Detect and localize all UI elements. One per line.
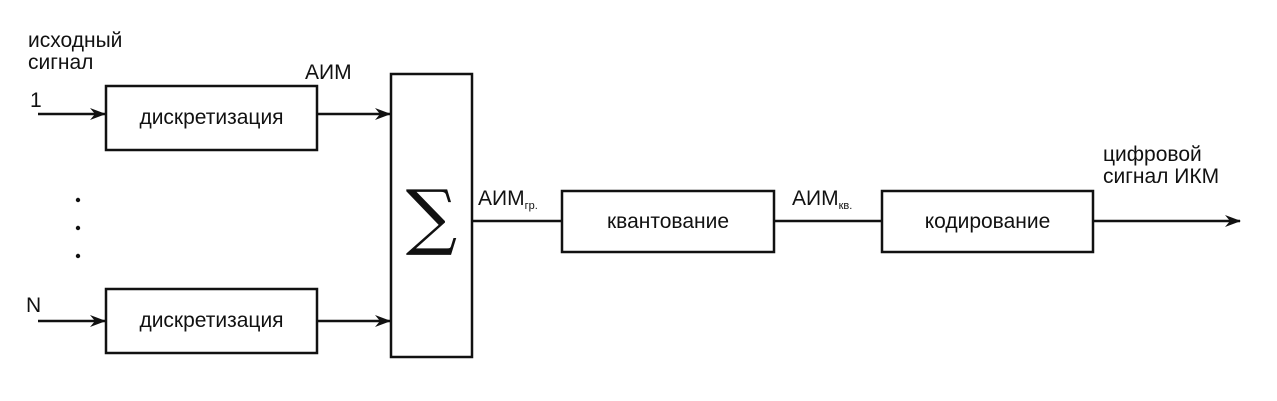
output-label-line2: сигнал ИКМ (1103, 165, 1220, 188)
channel-n-label: N (26, 294, 42, 317)
channel-dot-1 (75, 197, 81, 203)
source-label-line2: сигнал (28, 51, 94, 74)
channel-dot-2 (75, 225, 81, 231)
aim-quant-main: АИМ (792, 187, 839, 210)
sampling-block-top (104, 84, 319, 152)
channel-dot-3 (75, 253, 81, 259)
aim-quant-label: АИМкв. (792, 188, 852, 213)
aim-quant-sub: кв. (838, 200, 853, 212)
output-label-line1: цифровой (1103, 143, 1202, 166)
aim-group-sub: гр. (524, 200, 538, 212)
quantization-label: квантование (606, 209, 730, 233)
sampling-label-bottom: дискретизация (139, 309, 284, 332)
aim-group-label: АИМгр. (478, 188, 538, 213)
summator-block (389, 72, 474, 359)
sum-symbol: ∑ (405, 174, 458, 258)
source-label-line1: исходный (28, 29, 123, 52)
sampling-label-top: дискретизация (139, 106, 284, 129)
aim-label: АИМ (305, 61, 352, 84)
channel-1-label: 1 (30, 89, 42, 112)
aim-group-main: АИМ (478, 187, 525, 210)
coding-label: кодирование (924, 209, 1051, 233)
